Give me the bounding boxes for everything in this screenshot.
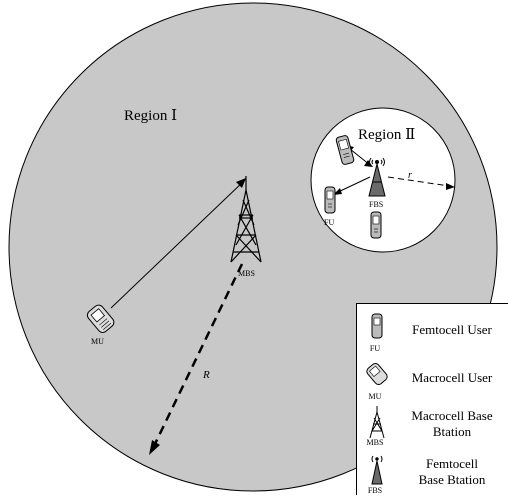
- region-2-label: Region Ⅱ: [358, 127, 415, 143]
- legend-abbr: FU: [369, 344, 381, 353]
- legend-label: Femtocell User: [412, 322, 492, 337]
- mu-label: MU: [91, 337, 104, 346]
- small-antenna-icon: [368, 157, 386, 197]
- mu-mbs-link: [110, 179, 246, 309]
- fbs-label: FBS: [369, 200, 383, 209]
- legend-abbr: FBS: [367, 486, 383, 495]
- radius-r-label: r: [408, 170, 412, 181]
- fu-label: FU: [324, 218, 334, 227]
- radius-R-label: R: [202, 369, 210, 381]
- phone-icon: [335, 135, 355, 165]
- legend-item-femtocell-user: FU Femtocell User: [357, 306, 508, 354]
- mu-mbs-arrowhead: [236, 178, 246, 188]
- flip-phone-icon: [86, 304, 115, 333]
- femtocell-radius-arrowhead: [446, 183, 455, 190]
- phone-icon: [370, 211, 382, 239]
- region-1-label: Region Ⅰ: [124, 108, 177, 124]
- tower-icon: [369, 406, 385, 439]
- legend-abbr: MBS: [366, 438, 384, 447]
- tower-icon: [230, 176, 262, 263]
- small-antenna-icon: [371, 455, 383, 485]
- legend-label: Macrocell User: [411, 370, 493, 385]
- flip-phone-icon: [366, 362, 388, 386]
- mbs-label: MBS: [238, 269, 255, 278]
- legend: FU Femtocell User MU Macrocell User: [356, 303, 508, 495]
- phone-icon: [324, 186, 336, 214]
- legend-abbr: MU: [368, 392, 382, 401]
- macrocell-radius: [151, 263, 244, 449]
- phone-icon: [371, 313, 383, 339]
- legend-item-macrocell-user: MU Macrocell User: [357, 354, 508, 402]
- femtocell-radius: [387, 176, 450, 187]
- fu-left-fbs-link: [335, 176, 371, 194]
- macrocell-radius-arrowhead: [149, 440, 160, 455]
